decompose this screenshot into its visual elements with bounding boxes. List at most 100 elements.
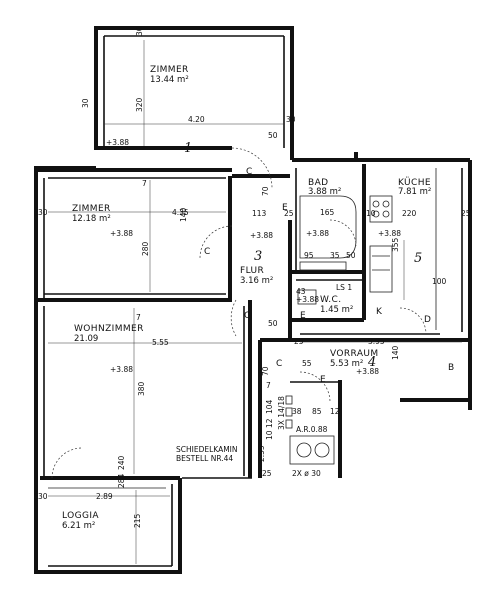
chimney-bottom-label: 2X ø 30: [292, 469, 321, 478]
washbasin: [299, 261, 347, 271]
svg-text:30: 30: [38, 208, 48, 217]
door-label-e-1: E: [282, 203, 288, 213]
wall-wohnzimmer-outer: [34, 300, 44, 574]
svg-text:140: 140: [391, 345, 400, 360]
svg-text:7: 7: [266, 381, 271, 390]
svg-text:25: 25: [461, 209, 471, 218]
chimney: [289, 435, 335, 465]
svg-text:320: 320: [135, 97, 144, 112]
vorraum-area: 5.53 m²: [330, 359, 363, 369]
loggia-area: 6.21 m²: [62, 521, 95, 531]
door-swing-wohnzimmer: [230, 299, 237, 337]
ls-label: LS 1: [336, 283, 352, 292]
door-swing-vorraum: [299, 371, 331, 403]
zimmer-1-name: ZIMMER: [150, 65, 189, 75]
door-label-b: B: [448, 363, 454, 373]
svg-text:50: 50: [346, 251, 356, 260]
svg-text:10 12: 10 12: [265, 418, 274, 440]
elevation-kueche: +3.88: [378, 229, 401, 238]
wc-area: 1.45 m²: [320, 305, 353, 315]
svg-text:70: 70: [261, 186, 270, 196]
flur-area: 3.16 m²: [240, 276, 273, 286]
bathtub: [299, 195, 357, 259]
svg-text:2.55: 2.55: [257, 445, 266, 462]
zimmer-2-area: 12.18 m²: [72, 214, 111, 224]
svg-text:30: 30: [286, 115, 296, 124]
wohnzimmer-name: WOHNZIMMER: [74, 324, 144, 334]
svg-text:140: 140: [179, 207, 188, 222]
door-swing-bad: [329, 219, 357, 247]
svg-text:25: 25: [284, 209, 294, 218]
elevation-zimmer-2: +3.88: [110, 229, 133, 238]
door-label-c-2: C: [204, 247, 210, 257]
kueche-area: 7.81 m²: [398, 187, 431, 197]
svg-text:4.20: 4.20: [188, 115, 205, 124]
svg-text:215: 215: [133, 513, 142, 528]
svg-text:25: 25: [262, 469, 272, 478]
svg-text:43: 43: [296, 287, 306, 296]
bad-name: BAD: [308, 178, 328, 188]
svg-text:165: 165: [320, 208, 335, 217]
elevation-vorraum: +3.88: [356, 367, 379, 376]
wc-fixture: [297, 289, 317, 305]
svg-text:380: 380: [137, 381, 146, 396]
zimmer-1-area: 13.44 m²: [150, 75, 189, 85]
kueche-number: 5: [414, 251, 422, 266]
svg-text:100: 100: [432, 277, 447, 286]
svg-text:95: 95: [304, 251, 314, 260]
svg-text:284: 284: [117, 473, 126, 488]
door-label-c-4: C: [276, 359, 282, 369]
door-swing-loggia: [51, 447, 83, 479]
chimney-label-2: BESTELL NR.44: [176, 454, 233, 463]
svg-text:104: 104: [265, 399, 274, 414]
wall-zimmer-2-left: [34, 166, 96, 302]
svg-text:240: 240: [117, 455, 126, 470]
vorraum-name: VORRAUM: [330, 349, 379, 359]
wall-loggia: [40, 478, 182, 574]
zimmer-1-number: 1: [184, 141, 192, 156]
vorraum-number: 4: [367, 355, 376, 370]
chimney-code: 3X 14/18: [277, 396, 286, 430]
loggia-name: LOGGIA: [62, 511, 99, 521]
elevation-wohnzimmer: +3.88: [110, 365, 133, 374]
svg-text:2.89: 2.89: [96, 492, 113, 501]
svg-text:7: 7: [142, 179, 147, 188]
door-label-d: D: [424, 315, 431, 325]
svg-text:85: 85: [312, 407, 322, 416]
elevation-flur: +3.88: [250, 231, 273, 240]
elevation-bad: +3.88: [306, 229, 329, 238]
svg-text:113: 113: [252, 209, 267, 218]
chimney-label-1: SCHIEDELKAMIN: [176, 445, 238, 454]
ar-label: A.R.0.88: [296, 425, 328, 434]
kitchen-counter: [369, 245, 393, 293]
elevation-zimmer-1: +3.88: [106, 138, 129, 147]
wc-name: W.C.: [320, 295, 341, 305]
door-swing-zimmer-2: [199, 225, 233, 259]
zimmer-2-name: ZIMMER: [72, 204, 111, 214]
door-label-e-2: E: [300, 311, 306, 321]
svg-text:50: 50: [268, 319, 278, 328]
bad-area: 3.88 m²: [308, 187, 341, 197]
wohnzimmer-area: 21.09: [74, 334, 98, 344]
kueche-name: KÜCHE: [398, 177, 431, 188]
door-label-k: K: [376, 307, 383, 317]
svg-text:70: 70: [261, 366, 270, 376]
svg-text:7: 7: [136, 313, 141, 322]
door-label-c-3: C: [244, 311, 250, 321]
svg-text:38: 38: [292, 407, 302, 416]
door-label-e-3: E: [320, 375, 326, 385]
svg-text:4.35: 4.35: [172, 208, 189, 217]
svg-text:55: 55: [302, 359, 312, 368]
svg-text:12: 12: [330, 407, 340, 416]
left-label: 30: [81, 98, 90, 108]
svg-text:10: 10: [366, 209, 376, 218]
svg-text:3.95: 3.95: [368, 337, 385, 346]
flur-name: FLUR: [240, 266, 264, 276]
svg-text:35: 35: [330, 251, 340, 260]
svg-text:50: 50: [268, 131, 278, 140]
kitchen-stove: [369, 195, 393, 223]
svg-text:5.55: 5.55: [152, 338, 169, 347]
svg-text:25: 25: [294, 337, 304, 346]
door-swing-kueche: [399, 307, 427, 335]
svg-text:355: 355: [391, 237, 400, 252]
